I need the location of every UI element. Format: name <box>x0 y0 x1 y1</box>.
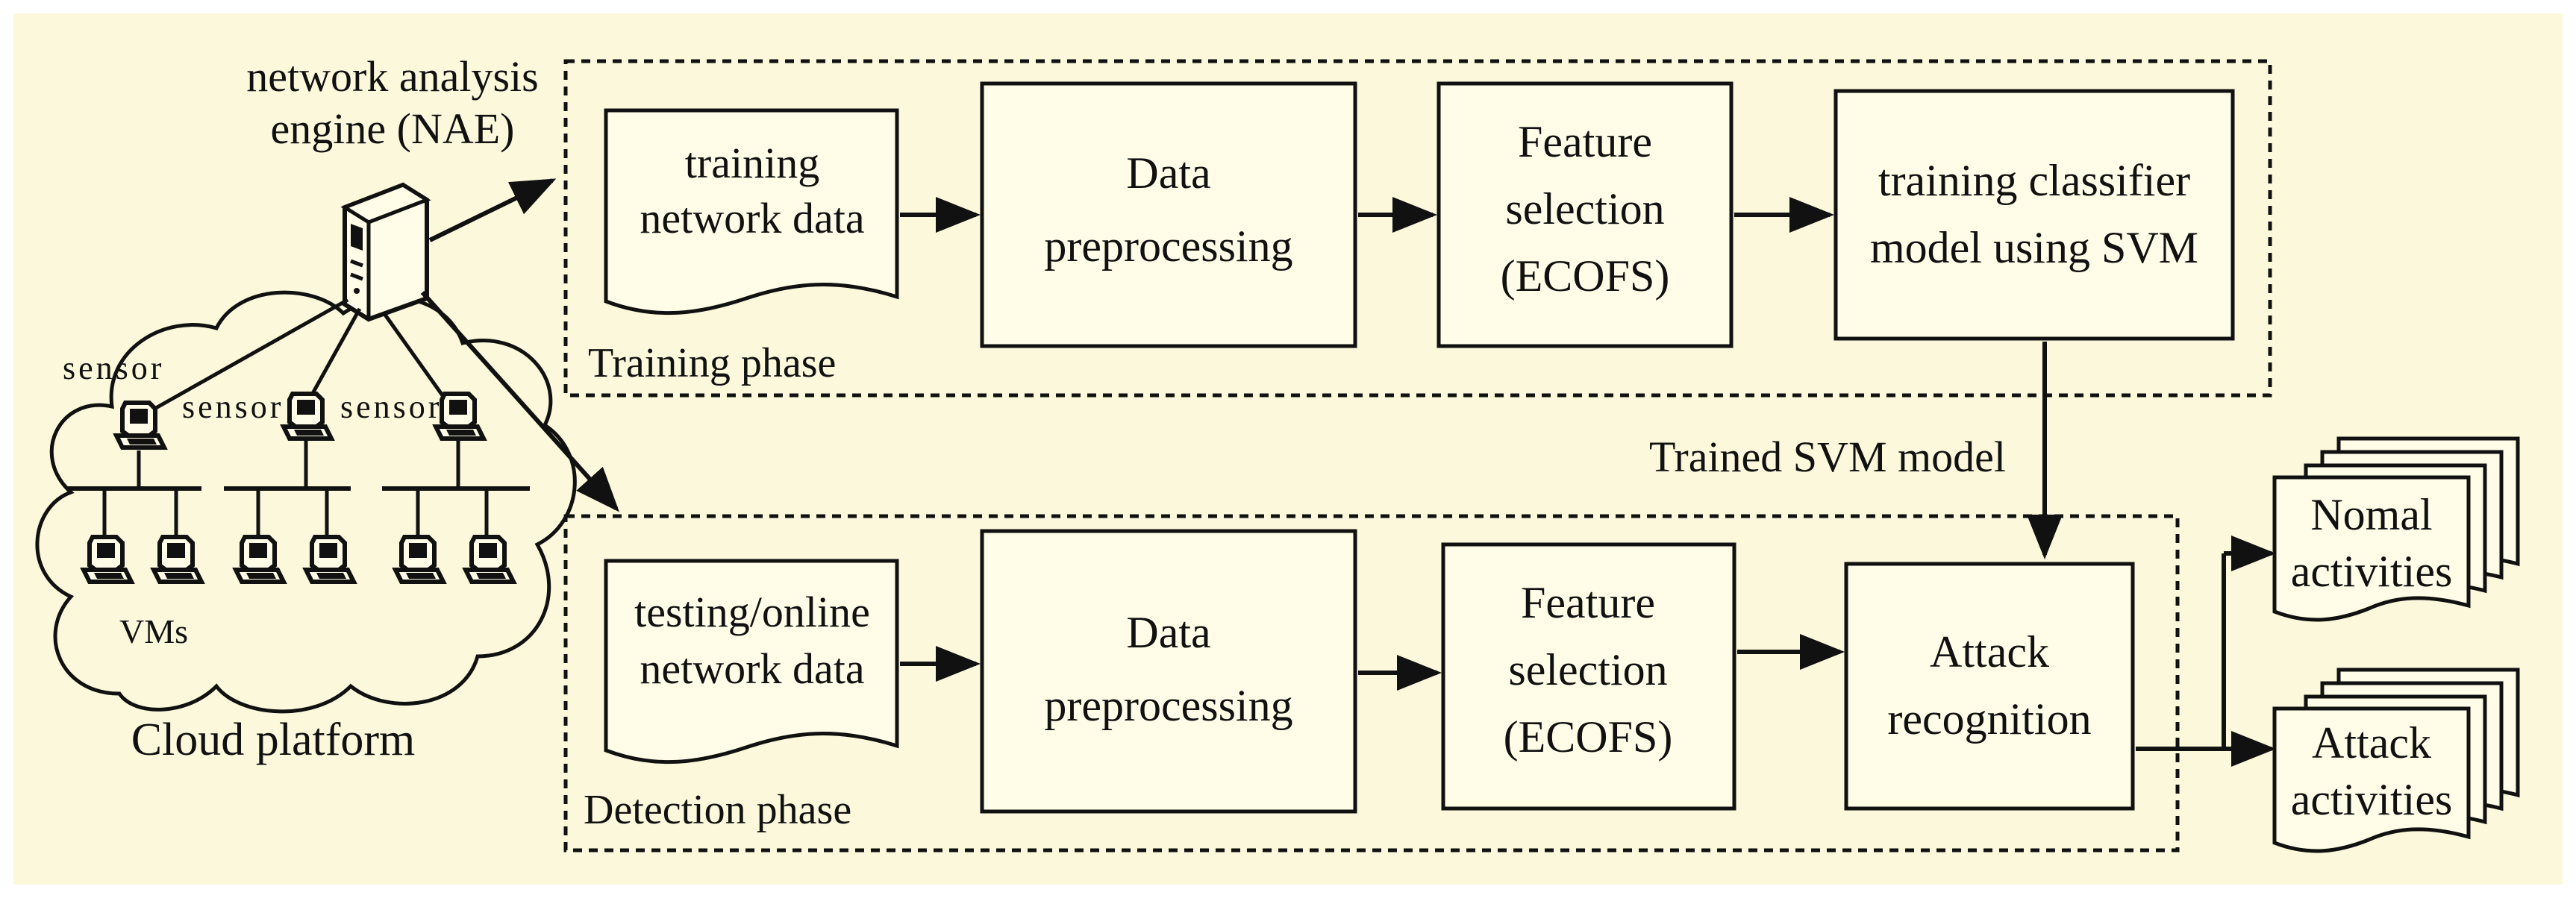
nae-label-line2: engine (NAE) <box>271 104 515 153</box>
training-classifier-line2: model using SVM <box>1870 223 2198 272</box>
detection-feature-box <box>1441 542 1736 811</box>
detection-preprocess-line1: Data <box>1126 608 1210 657</box>
vm-icon <box>154 537 201 582</box>
cloud-caption: Cloud platform <box>131 715 416 765</box>
detection-preprocess-line2: preprocessing <box>1044 681 1292 730</box>
detection-feature-line2: selection <box>1508 645 1667 694</box>
detection-phase: Detection phase testing/online network d… <box>563 514 2180 853</box>
detection-phase-label: Detection phase <box>584 787 851 833</box>
training-preprocess-box <box>980 81 1357 348</box>
attack-recognition-box <box>1844 562 2135 811</box>
training-feature-line2: selection <box>1505 184 1664 233</box>
training-preprocess-line2: preprocessing <box>1044 222 1292 271</box>
normal-activities-document: Nomal activities <box>2272 436 2520 622</box>
training-feature-line1: Feature <box>1518 117 1652 166</box>
training-phase-border <box>563 59 2272 398</box>
vms-label: VMs <box>119 612 188 650</box>
normal-activities-line1: Nomal <box>2310 490 2432 539</box>
sensor-icon <box>436 394 484 439</box>
training-feature-box <box>1437 81 1734 348</box>
vm-icon <box>236 537 284 582</box>
arrow-nae-to-training <box>428 178 557 242</box>
training-phase: Training phase training network data Dat… <box>563 59 2272 398</box>
cloud-platform: sensor sensor sensor VMs Cloud platform <box>35 182 577 765</box>
server-icon <box>340 182 431 322</box>
attack-recognition-line1: Attack <box>1930 627 2049 676</box>
sensor-icon <box>284 394 331 439</box>
attack-recognition-line2: recognition <box>1887 694 2091 744</box>
sensor-icon <box>116 403 164 448</box>
trained-model-label: Trained SVM model <box>1649 433 2006 481</box>
normal-activities-line2: activities <box>2291 547 2453 596</box>
detection-input-line2: network data <box>640 644 864 693</box>
arrow-nae-to-detection <box>420 290 620 512</box>
vm-icon <box>306 537 354 582</box>
attack-activities-line2: activities <box>2291 775 2453 824</box>
vm-icon <box>84 537 131 582</box>
vm-icon <box>396 537 443 582</box>
training-input-line1: training <box>685 139 819 187</box>
sensor-label-2: sensor <box>182 389 284 425</box>
detection-phase-border <box>563 514 2180 853</box>
link-server-sensor-1 <box>148 298 349 414</box>
nae-label-line1: network analysis <box>246 52 538 101</box>
sensor-label-3: sensor <box>340 389 442 425</box>
detection-feature-line1: Feature <box>1521 578 1655 627</box>
training-input-document <box>604 108 899 315</box>
training-classifier-line1: training classifier <box>1878 156 2190 205</box>
training-phase-label: Training phase <box>588 340 836 386</box>
detection-input-line1: testing/online <box>634 588 870 636</box>
link-server-sensor-3 <box>383 313 450 404</box>
vm-icon <box>466 537 513 582</box>
detection-preprocess-box <box>980 529 1357 814</box>
training-feature-line3: (ECOFS) <box>1501 251 1670 301</box>
training-input-line2: network data <box>640 194 864 242</box>
training-classifier-box <box>1833 89 2235 341</box>
attack-activities-document: Attack activities <box>2272 668 2520 853</box>
sensor-label-1: sensor <box>63 350 164 386</box>
detection-input-document <box>604 559 899 764</box>
output-arrows <box>2136 536 2276 767</box>
attack-activities-line1: Attack <box>2312 718 2431 767</box>
training-preprocess-line1: Data <box>1126 148 1210 198</box>
link-server-sensor-2 <box>305 307 362 404</box>
detection-feature-line3: (ECOFS) <box>1504 712 1673 762</box>
